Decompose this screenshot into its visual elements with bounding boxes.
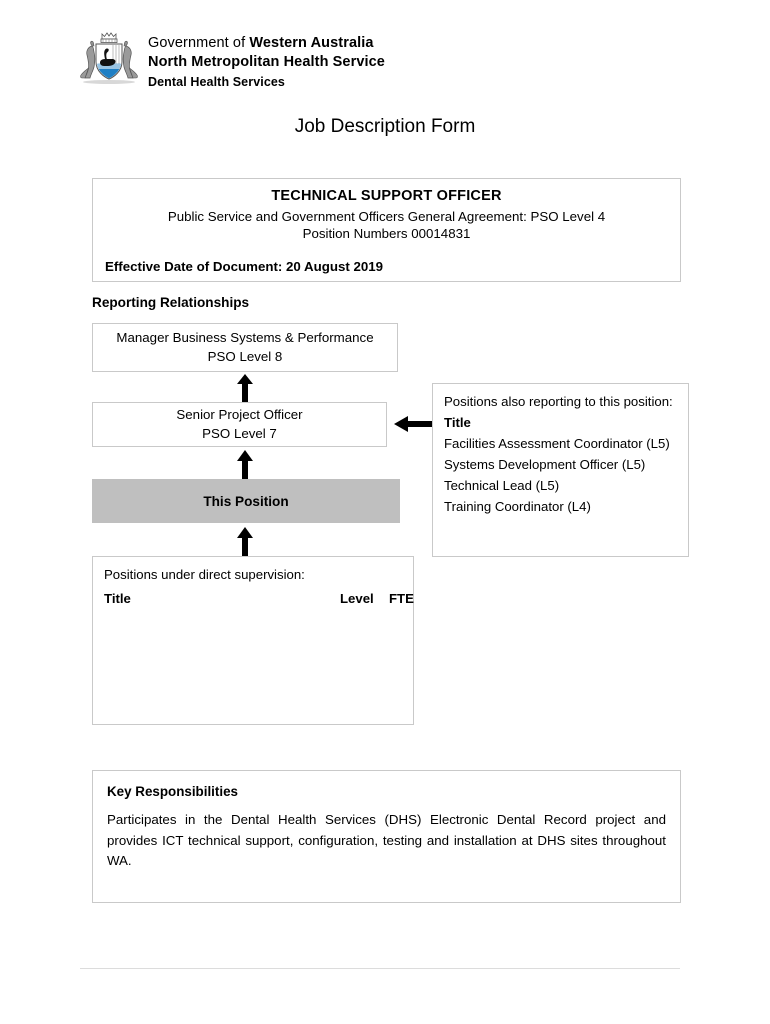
supervisor-title: Senior Project Officer: [176, 407, 303, 423]
org-box-manager: Manager Business Systems & Performance P…: [92, 323, 398, 372]
org-box-senior-project-officer: Senior Project Officer PSO Level 7: [92, 402, 387, 447]
position-title: TECHNICAL SUPPORT OFFICER: [271, 188, 502, 204]
column-header-title: Title: [104, 591, 131, 606]
organisation-logo: Government of Western Australia North Me…: [76, 28, 385, 90]
position-agreement: Public Service and Government Officers G…: [167, 209, 606, 224]
this-position-label: This Position: [203, 493, 289, 509]
reporting-relationships-heading: Reporting Relationships: [92, 295, 250, 310]
org-box-this-position: This Position: [92, 479, 400, 523]
government-state: Western Australia: [249, 35, 374, 51]
manager-level: PSO Level 8: [207, 348, 283, 364]
list-item: Training Coordinator (L4): [444, 499, 591, 514]
dental-service-line: Dental Health Services: [148, 75, 285, 90]
arrow-up-to-manager-icon: [237, 374, 253, 402]
footer-divider: [80, 968, 680, 969]
effective-date: Effective Date of Document: 20 August 20…: [105, 259, 384, 274]
page-title: Job Description Form: [294, 116, 476, 137]
wa-state-crest-icon: [80, 32, 138, 84]
manager-title: Manager Business Systems & Performance: [116, 330, 374, 346]
under-supervision-intro: Positions under direct supervision:: [104, 567, 305, 582]
arrow-left-from-peer-positions-icon: [394, 416, 434, 432]
health-service-line: North Metropolitan Health Service: [148, 53, 385, 70]
arrow-up-to-supervisor-icon: [237, 450, 253, 479]
government-prefix: Government of: [148, 35, 250, 51]
column-header-fte: FTE: [389, 591, 414, 606]
organisation-name: Government of Western Australia North Me…: [148, 28, 385, 90]
also-reporting-intro: Positions also reporting to this positio…: [444, 394, 673, 409]
column-header-level: Level: [340, 591, 374, 606]
position-summary-box: TECHNICAL SUPPORT OFFICER Public Service…: [92, 178, 681, 282]
list-item: Facilities Assessment Coordinator (L5): [444, 436, 670, 451]
list-item: Technical Lead (L5): [444, 478, 560, 493]
key-responsibilities-heading: Key Responsibilities: [107, 784, 238, 799]
also-reporting-column-header: Title: [444, 415, 471, 430]
supervisor-level: PSO Level 7: [202, 425, 277, 441]
arrow-up-to-this-position-icon: [237, 527, 253, 556]
also-reporting-panel: Positions also reporting to this positio…: [432, 383, 689, 557]
list-item: Systems Development Officer (L5): [444, 457, 646, 472]
under-supervision-header-row: Title Level FTE: [104, 591, 414, 609]
key-responsibilities-body: Participates in the Dental Health Servic…: [107, 812, 666, 869]
under-supervision-panel: Positions under direct supervision: Titl…: [92, 556, 414, 725]
position-numbers: Position Numbers 00014831: [302, 226, 471, 241]
government-line: Government of Western Australia: [148, 34, 385, 53]
key-responsibilities-box: Key Responsibilities Participates in the…: [92, 770, 681, 903]
